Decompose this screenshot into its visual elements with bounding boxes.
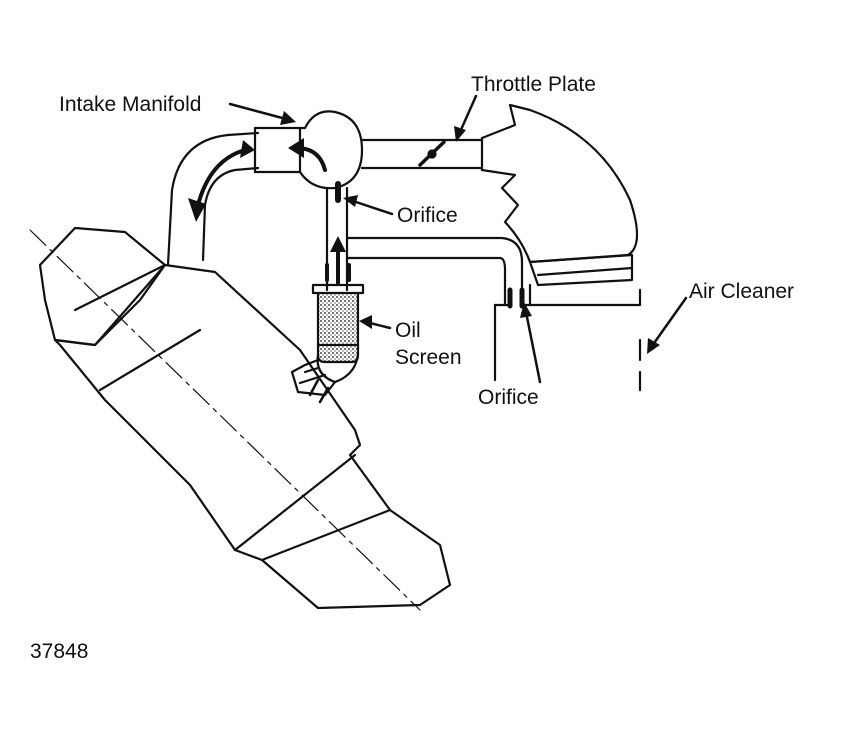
pointer-arrowhead <box>454 126 466 142</box>
leader-lines <box>228 94 688 384</box>
throttle-tube <box>360 136 484 172</box>
label-throttle-plate: Throttle Plate <box>471 73 596 96</box>
label-air-cleaner: Air Cleaner <box>689 280 794 303</box>
air-cleaner-body <box>493 283 642 392</box>
flow-arrowhead <box>240 140 255 158</box>
label-intake-manifold: Intake Manifold <box>59 93 201 116</box>
pointer-arrowhead <box>343 195 358 207</box>
label-orifice-bottom: Orifice <box>478 386 539 409</box>
flow-arrowhead <box>288 138 304 158</box>
label-orifice-top: Orifice <box>397 204 458 227</box>
pointer-arrowhead <box>520 302 532 318</box>
flow-arrowhead <box>330 236 346 252</box>
engine-block <box>29 226 452 611</box>
figure-number: 37848 <box>30 640 88 663</box>
flow-arrowhead <box>188 198 206 222</box>
label-oil-screen-line1: Oil <box>395 319 421 342</box>
pointer-arrowhead <box>359 315 372 329</box>
pointer-arrowhead <box>280 111 296 125</box>
oil-screen <box>290 283 365 404</box>
pointer-arrowhead <box>647 338 660 354</box>
throttle-housing <box>480 103 639 287</box>
label-oil-screen-line2: Screen <box>395 346 462 369</box>
